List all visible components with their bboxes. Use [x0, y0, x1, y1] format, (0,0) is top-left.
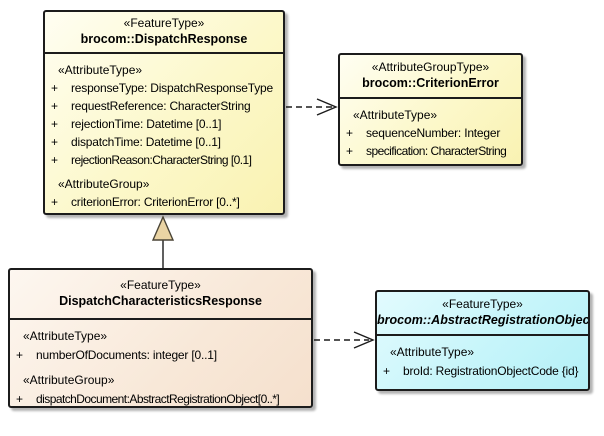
class-header: «FeatureType» brocom::DispatchResponse — [45, 12, 283, 54]
attribute-text: requestReference: CharacterString — [71, 99, 251, 113]
visibility-plus: + — [16, 348, 24, 362]
visibility-plus: + — [51, 153, 59, 167]
attribute-text: specification: CharacterString — [366, 144, 507, 158]
class-box-criterion-error[interactable]: «AttributeGroupType» brocom::CriterionEr… — [338, 53, 523, 166]
visibility-plus: + — [16, 392, 24, 406]
attribute-row: + rejectionReason:CharacterString [0.1] — [45, 151, 283, 169]
attribute-compartment: «AttributeType» + broId: RegistrationObj… — [377, 336, 588, 381]
generalization-arrow[interactable] — [151, 215, 175, 268]
attribute-text: numberOfDocuments: integer [0..1] — [36, 348, 217, 362]
visibility-plus: + — [51, 135, 59, 149]
attribute-compartment: «AttributeType» + numberOfDocuments: int… — [10, 320, 311, 406]
visibility-plus: + — [51, 99, 59, 113]
attribute-row: + sequenceNumber: Integer — [340, 124, 521, 142]
visibility-plus: + — [346, 126, 354, 140]
visibility-plus: + — [346, 144, 354, 158]
attribute-text: rejectionTime: Datetime [0..1] — [71, 117, 222, 131]
section-heading: «AttributeType» — [390, 345, 475, 359]
attribute-compartment: «AttributeType» + responseType: Dispatch… — [45, 54, 283, 211]
class-box-abstract-registration-object[interactable]: «FeatureType» brocom::AbstractRegistrati… — [375, 290, 590, 391]
stereotype-label: «AttributeGroupType» — [371, 60, 490, 74]
class-header: «FeatureType» brocom::AbstractRegistrati… — [377, 292, 588, 336]
section-heading: «AttributeType» — [23, 329, 108, 343]
attribute-text: rejectionReason:CharacterString [0.1] — [71, 153, 252, 167]
visibility-plus: + — [383, 364, 391, 378]
section-heading: «AttributeType» — [58, 63, 143, 77]
section-heading: «AttributeGroup» — [58, 177, 150, 191]
class-box-dispatch-response[interactable]: «FeatureType» brocom::DispatchResponse «… — [43, 10, 285, 215]
stereotype-label: «FeatureType» — [123, 16, 205, 30]
attribute-row: + specification: CharacterString — [340, 142, 521, 160]
visibility-plus: + — [51, 81, 59, 95]
attribute-text: dispatchTime: Datetime [0..1] — [71, 135, 221, 149]
section-heading: «AttributeGroup» — [23, 373, 115, 387]
class-header: «FeatureType» DispatchCharacteristicsRes… — [10, 270, 311, 320]
class-header: «AttributeGroupType» brocom::CriterionEr… — [340, 55, 521, 99]
attribute-text: dispatchDocument:AbstractRegistrationObj… — [36, 392, 280, 406]
dependency-arrow-abstract-registration-object[interactable] — [314, 331, 375, 349]
attribute-row: + broId: RegistrationObjectCode {id} — [377, 362, 588, 381]
class-box-dispatch-characteristics-response[interactable]: «FeatureType» DispatchCharacteristicsRes… — [8, 268, 313, 408]
attribute-text: broId: RegistrationObjectCode {id} — [403, 364, 579, 378]
stereotype-label: «FeatureType» — [442, 297, 523, 311]
class-name: brocom::AbstractRegistrationObject — [377, 313, 590, 327]
class-name: brocom::DispatchResponse — [80, 32, 248, 46]
attribute-row: + dispatchDocument:AbstractRegistrationO… — [10, 390, 311, 406]
section-heading: «AttributeType» — [353, 108, 438, 122]
attribute-text: responseType: DispatchResponseType — [71, 81, 273, 95]
attribute-row: + responseType: DispatchResponseType — [45, 79, 283, 97]
dependency-arrow-criterion-error[interactable] — [286, 98, 338, 116]
visibility-plus: + — [51, 195, 59, 209]
attribute-row: + numberOfDocuments: integer [0..1] — [10, 346, 311, 365]
attribute-row: + dispatchTime: Datetime [0..1] — [45, 133, 283, 151]
attribute-compartment: «AttributeType» + sequenceNumber: Intege… — [340, 99, 521, 160]
attribute-row: + requestReference: CharacterString — [45, 97, 283, 115]
attribute-text: criterionError: CriterionError [0..*] — [71, 195, 240, 209]
visibility-plus: + — [51, 117, 59, 131]
class-name: brocom::CriterionError — [362, 76, 499, 90]
attribute-row: + rejectionTime: Datetime [0..1] — [45, 115, 283, 133]
attribute-row: + criterionError: CriterionError [0..*] — [45, 193, 283, 211]
stereotype-label: «FeatureType» — [120, 278, 201, 292]
attribute-text: sequenceNumber: Integer — [366, 126, 501, 140]
class-name: DispatchCharacteristicsResponse — [59, 294, 262, 308]
